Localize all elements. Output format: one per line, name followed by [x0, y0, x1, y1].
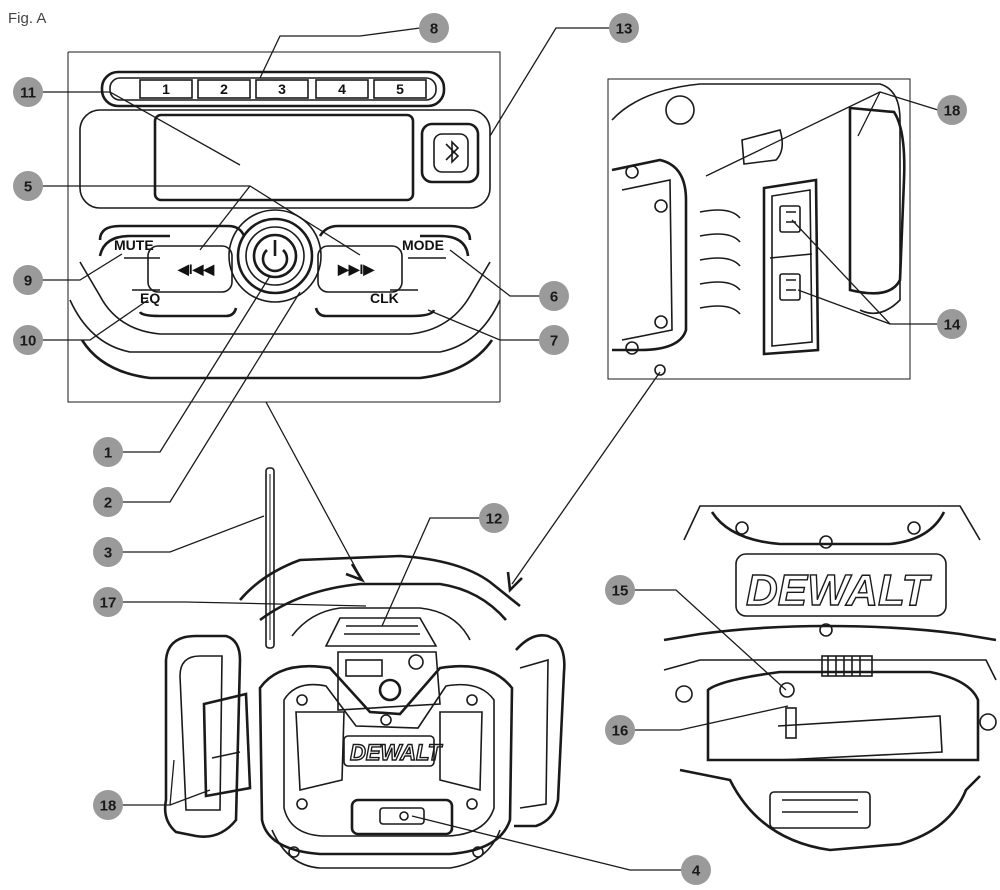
callout-number: 9 [24, 273, 32, 290]
preset-label: 4 [338, 81, 346, 97]
battery-bay-detail: DEWALT [663, 505, 997, 852]
control-panel-detail: 1 2 3 4 5 MUTE [67, 51, 501, 403]
callout-number: 7 [550, 333, 558, 350]
callout-10: 10 [13, 325, 43, 355]
clk-button-label: CLK [370, 290, 399, 306]
radio-main-view: DEWALT [163, 467, 566, 869]
callout-6: 6 [539, 281, 569, 311]
callout-number: 18 [100, 798, 117, 815]
callout-9: 9 [13, 265, 43, 295]
bluetooth-icon [445, 140, 460, 164]
preset-button-3[interactable]: 3 [255, 79, 309, 99]
mute-button[interactable]: MUTE [98, 234, 170, 259]
callout-12: 12 [479, 503, 509, 533]
previous-button[interactable]: ◀I◀◀ [147, 245, 233, 293]
figure-label: Fig. A [8, 10, 47, 27]
preset-label: 1 [162, 81, 170, 97]
dewalt-logo: DEWALT [746, 566, 932, 615]
mute-button-label: MUTE [114, 237, 154, 253]
callout-5: 5 [13, 171, 43, 201]
preset-button-1[interactable]: 1 [139, 79, 193, 99]
callout-number: 11 [20, 85, 36, 102]
usb-port [785, 707, 797, 739]
previous-icon: ◀I◀◀ [177, 261, 214, 277]
front-latch [350, 798, 454, 836]
callout-number: 8 [430, 21, 438, 38]
side-outlet-cover[interactable] [202, 692, 252, 798]
power-button[interactable] [252, 233, 298, 279]
preset-label: 3 [278, 81, 286, 97]
callout-13: 13 [609, 13, 639, 43]
callout-number: 1 [104, 445, 112, 462]
next-icon: ▶▶I▶ [337, 261, 375, 277]
callout-number: 3 [104, 545, 112, 562]
control-deck: MUTE MODE ◀I◀◀ ▶▶I▶ EQ [69, 209, 501, 380]
bluetooth-button[interactable] [420, 122, 480, 184]
callout-number: 14 [944, 317, 961, 334]
callout-15: 15 [605, 575, 635, 605]
preset-label: 5 [396, 81, 404, 97]
callout-number: 12 [486, 511, 503, 528]
outlet-detail [607, 78, 911, 380]
callout-3: 3 [93, 537, 123, 567]
outlet-cover[interactable] [762, 178, 820, 356]
leader-lines [40, 27, 939, 871]
antenna [265, 467, 275, 649]
mode-button[interactable]: MODE [402, 234, 470, 259]
preset-button-2[interactable]: 2 [197, 79, 251, 99]
callout-number: 18 [944, 103, 961, 120]
callout-7: 7 [539, 325, 569, 355]
callout-number: 16 [612, 723, 629, 740]
callout-14: 14 [937, 309, 967, 339]
eq-button[interactable]: EQ [132, 289, 238, 318]
preset-button-4[interactable]: 4 [315, 79, 369, 99]
callout-number: 17 [100, 595, 117, 612]
callout-number: 2 [104, 495, 112, 512]
preset-button-5[interactable]: 5 [373, 79, 427, 99]
preset-buttons: 1 2 3 4 5 [139, 79, 427, 99]
callout-18-secondary: 18 [93, 790, 123, 820]
volume-knob[interactable] [228, 209, 322, 303]
top-control-panel [324, 617, 441, 711]
callout-number: 15 [612, 583, 629, 600]
callout-8: 8 [419, 13, 449, 43]
callout-4: 4 [681, 855, 711, 885]
power-icon [261, 240, 289, 273]
callout-16: 16 [605, 715, 635, 745]
ac-outlet-bottom [779, 273, 801, 301]
callout-1: 1 [93, 437, 123, 467]
callout-11: 11 [13, 77, 43, 107]
callout-number: 5 [24, 179, 32, 196]
callout-number: 13 [616, 21, 633, 38]
preset-label: 2 [220, 81, 228, 97]
callout-17: 17 [93, 587, 123, 617]
callout-number: 10 [20, 333, 37, 350]
front-dewalt-logo: DEWALT [350, 740, 443, 765]
clk-button[interactable]: CLK [314, 289, 436, 318]
mode-button-label: MODE [402, 237, 444, 253]
callout-number: 4 [692, 863, 701, 880]
callout-2: 2 [93, 487, 123, 517]
callout-number: 6 [550, 289, 558, 306]
ac-outlet-top [779, 205, 801, 233]
preset-bar [100, 70, 446, 108]
next-button[interactable]: ▶▶I▶ [317, 245, 403, 293]
callout-18: 18 [937, 95, 967, 125]
